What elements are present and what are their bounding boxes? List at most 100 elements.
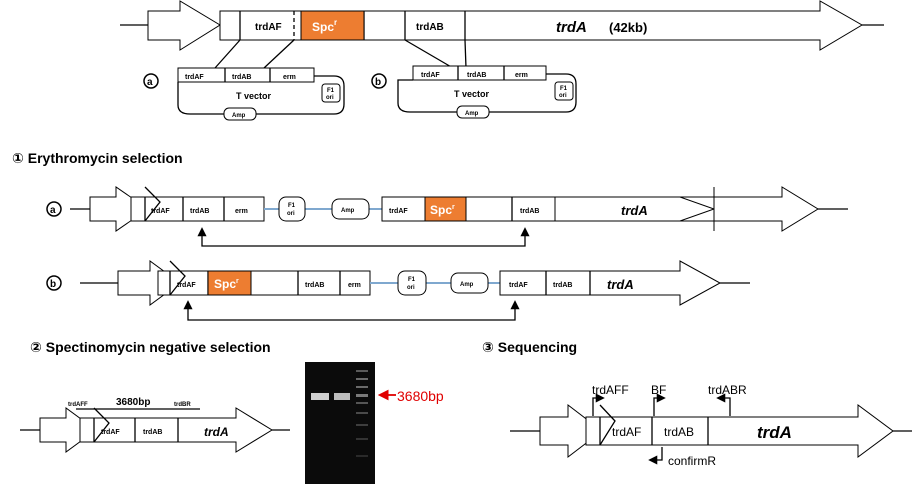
vector-b-backbone (397, 73, 577, 113)
top-spc-label: Spc (312, 20, 334, 34)
row-a-trdAB: trdAB (190, 208, 209, 215)
primer-confirmR (648, 447, 663, 465)
step2-trdAF: trdAF (101, 429, 120, 436)
svg-text:Spcr: Spcr (430, 203, 455, 217)
svg-text:b: b (50, 279, 56, 290)
row-b-insert (157, 270, 371, 296)
row-b-trdAF2: trdAF (509, 282, 528, 289)
vector-b-f1ori (554, 81, 574, 101)
step3-trdA: trdA (757, 423, 792, 442)
vector-b-amp (456, 105, 490, 119)
step2-trdAFF: trdAFF (68, 402, 88, 408)
gel-band-lane2 (334, 393, 350, 400)
row-a-trdA: trdA (621, 203, 648, 218)
svg-text:ori: ori (287, 211, 295, 217)
primer-trdABR (716, 393, 731, 416)
primer-BF (653, 393, 666, 416)
top-spc-sup: r (334, 18, 337, 27)
svg-text:Amp: Amp (341, 208, 355, 214)
svg-text:Amp: Amp (465, 111, 479, 117)
row-a-trdAF: trdAF (151, 208, 170, 215)
row-b-trdAB2: trdAB (553, 282, 572, 289)
top-upstream-arrow (147, 0, 221, 51)
row-b-amp (450, 272, 489, 294)
step2-trdAB: trdAB (143, 429, 162, 436)
row-b-marker (46, 275, 62, 291)
top-trdAB-label: trdAB (416, 22, 444, 33)
step3-trdA-arrow (585, 404, 894, 458)
row-b-f1ori (397, 270, 427, 296)
vector-a-marker (143, 73, 159, 89)
row-b-erm: erm (348, 282, 361, 289)
step3-trdAB: trdAB (664, 425, 694, 439)
svg-text:F1: F1 (327, 88, 335, 94)
svg-text:F1: F1 (408, 277, 416, 283)
vector-b-trdAF: trdAF (421, 72, 440, 79)
row-a-trdAB2: trdAB (520, 208, 539, 215)
step3-title: ③ Sequencing (482, 339, 577, 355)
vector-a-amp (223, 107, 257, 121)
step3-trdAFF: trdAFF (592, 383, 629, 397)
top-construct: trdAF Spcr trdAB trdA (42kb) (120, 0, 884, 69)
step3-trdAF: trdAF (612, 425, 641, 439)
step2-trdA: trdA (204, 425, 229, 439)
row-b-spc-box (207, 270, 252, 296)
gel-band-label: 3680bp (397, 388, 444, 404)
svg-text:Amp: Amp (232, 113, 246, 119)
row-a-trdAF2: trdAF (389, 208, 408, 215)
vector-b-erm: erm (515, 72, 528, 79)
vector-b-name: T vector (454, 89, 490, 99)
top-trdAF-label: trdAF (255, 22, 282, 33)
step2-construct: trdAF trdAB trdA trdAFF 3680bp trdBR (20, 397, 290, 453)
row-a-downstream-arrow (713, 186, 819, 232)
step3-BF: BF (651, 383, 666, 397)
row-b-trdAF: trdAF (177, 282, 196, 289)
step2-size: 3680bp (116, 397, 150, 408)
gel-background (305, 362, 375, 484)
row-a-recombination-bracket (197, 227, 530, 247)
svg-text:Amp: Amp (460, 282, 474, 288)
row-b-recombination-bracket (183, 300, 520, 321)
vector-a-insert (177, 67, 315, 83)
row-a-spc-box (424, 196, 467, 222)
top-trdA-label: trdA (556, 19, 587, 36)
row-a-marker (46, 201, 62, 217)
vector-b: b trdAF trdAB erm T vector F1 ori Amp (371, 65, 577, 119)
row-a-insert (130, 196, 265, 222)
svg-text:a: a (50, 205, 56, 216)
row-a-amp (331, 198, 370, 220)
vector-b-insert (412, 65, 547, 81)
row-a-f1ori (278, 196, 306, 222)
step2-title: ② Spectinomycin negative selection (30, 339, 271, 355)
step3-construct: trdAF trdAB trdA trdAFF BF trdABR confir… (510, 383, 912, 468)
row-b-trdAB: trdAB (305, 282, 324, 289)
step1-title: ① Erythromycin selection (12, 150, 183, 166)
svg-text:Spcr: Spcr (312, 18, 337, 34)
step3-confirmR: confirmR (668, 454, 716, 468)
row-a-erm: erm (235, 208, 248, 215)
step3-trdABR: trdABR (708, 383, 747, 397)
svg-text:F1: F1 (560, 86, 568, 92)
row-b-construct: b trdAF Spcr trdAB erm F1 ori Amp trdAF … (46, 260, 750, 321)
vector-a-backbone (177, 75, 345, 115)
row-b-trdA-arrow (499, 260, 722, 306)
primer-trdAFF (592, 393, 605, 416)
vector-a-trdAB: trdAB (232, 74, 251, 81)
top-spc-box (300, 10, 365, 41)
row-a-trdA-arrow (554, 196, 716, 222)
vector-b-marker (371, 73, 387, 89)
row-b-spc: Spc (214, 277, 236, 291)
row-a-spc: Spc (430, 203, 452, 217)
svg-text:ori: ori (559, 93, 567, 99)
svg-text:b: b (375, 77, 381, 88)
vector-a: a trdAF trdAB erm T vector F1 ori Amp (143, 67, 345, 121)
step2-trdA-arrow (79, 407, 273, 453)
top-size-label: (42kb) (609, 20, 647, 35)
vector-a-trdAF: trdAF (185, 74, 204, 81)
svg-text:Spcr: Spcr (214, 277, 239, 291)
svg-text:ori: ori (326, 95, 334, 101)
vector-a-name: T vector (236, 91, 272, 101)
row-b-trdA: trdA (607, 277, 634, 292)
step2-trdBR: trdBR (174, 402, 191, 408)
